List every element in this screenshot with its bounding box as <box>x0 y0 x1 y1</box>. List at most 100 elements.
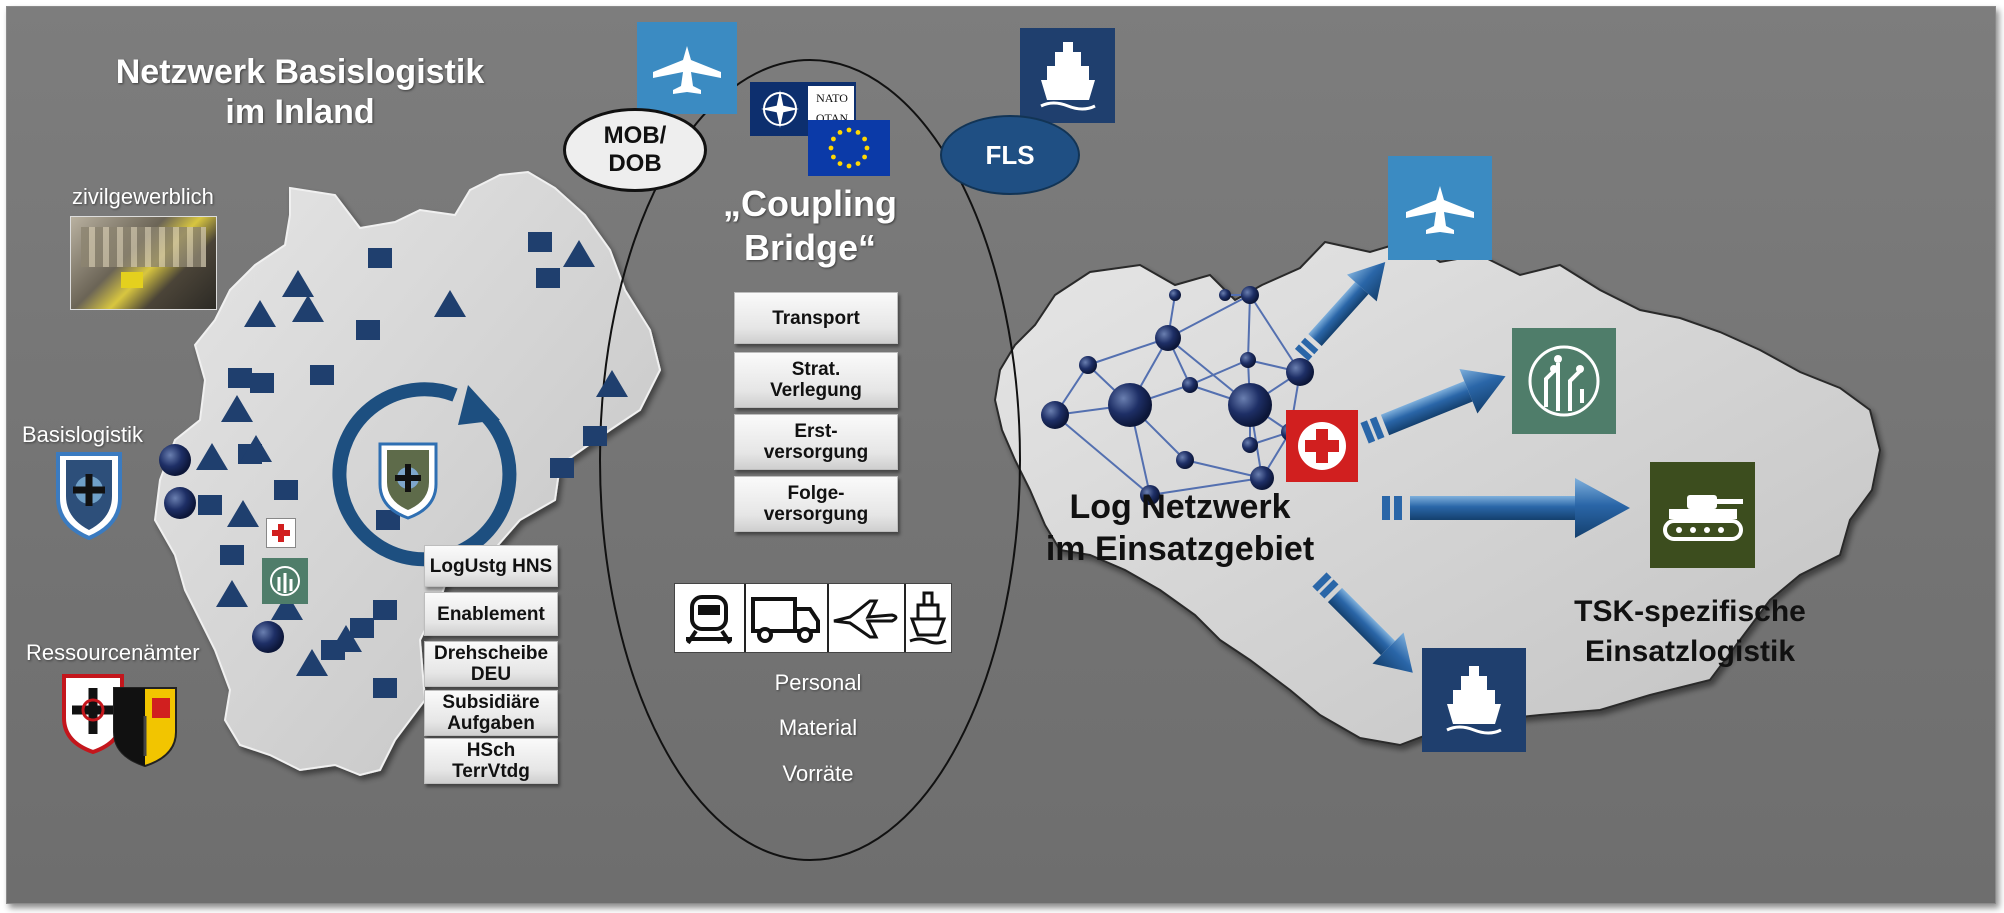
network-node <box>1228 383 1272 427</box>
box-subsidiaere: Subsidiäre Aufgaben <box>424 690 558 736</box>
location-circle <box>252 621 284 653</box>
network-node <box>1241 286 1259 304</box>
tsk-title: TSK-spezifische Einsatzlogistik <box>1574 595 1806 668</box>
location-square <box>350 618 374 638</box>
location-triangle <box>271 593 303 620</box>
network-edge <box>1149 477 1263 496</box>
label-resources: Ressourcenämter <box>26 640 200 665</box>
network-edge <box>1249 294 1301 373</box>
label-civil: zivilgewerblich <box>72 184 214 209</box>
tank-icon <box>1650 462 1755 568</box>
bundeswehr-emblem-icon <box>378 442 438 520</box>
logistics-emblem-icon <box>1512 328 1616 434</box>
network-nodes <box>1041 286 1314 505</box>
truck-icon <box>746 584 829 652</box>
network-node <box>1140 485 1160 505</box>
location-square <box>274 480 298 500</box>
eu-star <box>831 136 836 142</box>
network-node <box>1286 358 1314 386</box>
location-triangle <box>434 290 466 317</box>
location-square <box>356 320 380 340</box>
box-strat-verlegung: Strat. Verlegung <box>734 352 898 408</box>
eu-star <box>864 145 870 151</box>
train-icon <box>675 584 746 652</box>
location-square <box>250 373 274 393</box>
network-edge <box>1167 294 1251 339</box>
network-node <box>1169 289 1181 301</box>
cycle-arrow <box>332 382 517 567</box>
location-triangle <box>240 435 272 462</box>
location-triangle <box>196 443 228 470</box>
eu-flag-icon <box>808 120 890 176</box>
deployment-region-map <box>993 238 1882 747</box>
location-square <box>583 426 607 446</box>
location-square <box>228 368 252 388</box>
network-node <box>1108 383 1152 427</box>
location-square <box>310 365 334 385</box>
eu-star <box>837 161 843 166</box>
aircraft-icon-right <box>1388 156 1492 260</box>
location-triangle <box>596 370 628 397</box>
eu-star <box>862 136 867 142</box>
location-triangle <box>221 395 253 422</box>
location-triangle <box>216 580 248 607</box>
network-node <box>1155 325 1181 351</box>
ship-icon-right <box>1422 648 1526 752</box>
ship-icon <box>1020 28 1115 123</box>
basislogistik-emblem-icon <box>54 450 124 541</box>
aircraft-icon <box>637 22 737 114</box>
medical-cross-icon <box>1286 410 1358 482</box>
network-node <box>1242 437 1258 453</box>
location-square <box>550 458 574 478</box>
location-square <box>373 678 397 698</box>
network-edge <box>1054 414 1151 496</box>
arrow-to-tank <box>1382 478 1630 538</box>
location-circle <box>159 444 191 476</box>
network-node <box>1176 451 1194 469</box>
eu-star <box>837 130 843 135</box>
warehouse-photo <box>70 216 217 310</box>
location-square <box>373 600 397 620</box>
box-logustg-hns: LogUstg HNS <box>424 545 558 587</box>
location-triangle <box>244 300 276 327</box>
flow-material: Material <box>778 715 858 740</box>
location-square <box>528 232 552 252</box>
location-triangle <box>282 270 314 297</box>
location-square <box>376 510 400 530</box>
arrow-to-logistics-emblem <box>1360 369 1506 444</box>
location-square <box>536 268 560 288</box>
network-edge <box>1087 337 1169 366</box>
eu-star <box>828 145 834 151</box>
coupling-bridge-title: „Coupling Bridge“ <box>723 183 897 268</box>
arrow-to-ship <box>1312 572 1413 673</box>
location-square <box>198 495 222 515</box>
eu-star <box>855 130 861 135</box>
eu-star <box>846 127 852 133</box>
network-node <box>1250 466 1274 490</box>
logistics-emblem-icon-small <box>262 558 308 604</box>
location-triangle <box>563 240 595 267</box>
network-edge <box>1189 359 1249 386</box>
location-circle <box>164 487 196 519</box>
network-node <box>1219 289 1231 301</box>
location-square <box>368 248 392 268</box>
network-node <box>1182 377 1198 393</box>
location-triangle <box>296 649 328 676</box>
box-enablement: Enablement <box>424 592 558 636</box>
network-node <box>1041 401 1069 429</box>
box-transport: Transport <box>734 292 898 344</box>
arrow-to-aircraft <box>1294 261 1386 361</box>
left-title: Netzwerk Basislogistik im Inland <box>115 53 485 131</box>
network-node <box>1079 356 1097 374</box>
label-basis: Basislogistik <box>22 422 144 447</box>
resource-emblem-2-icon <box>112 686 178 768</box>
box-hsch: HSch TerrVtdg <box>424 738 558 784</box>
box-drehscheibe: Drehscheibe DEU <box>424 641 558 687</box>
box-folgeversorgung: Folge- versorgung <box>734 476 898 532</box>
mob-dob-oval: MOB/ DOB <box>563 108 707 192</box>
location-triangle <box>227 500 259 527</box>
network-title: Log Netzwerk im Einsatzgebiet <box>1045 488 1315 568</box>
box-erstversorgung: Erst- versorgung <box>734 414 898 470</box>
network-edge <box>1247 294 1251 361</box>
eu-star <box>862 154 867 160</box>
